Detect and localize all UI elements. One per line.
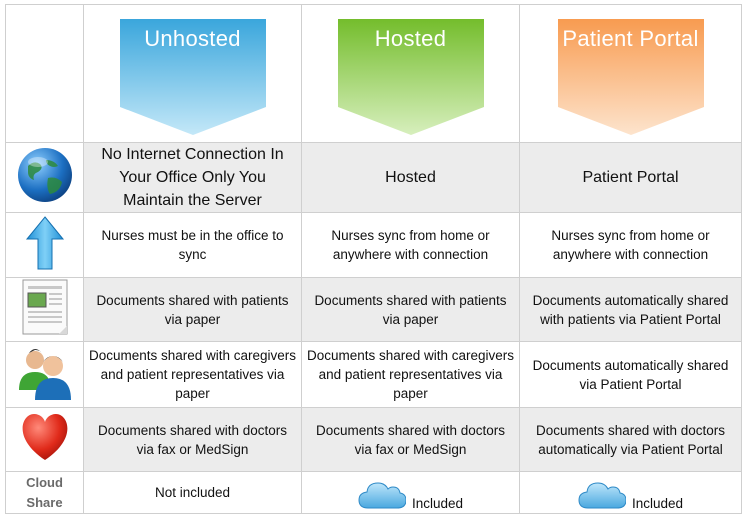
included-label: Included: [411, 495, 464, 511]
cell-patient-portal: Documents automatically shared via Patie…: [519, 341, 742, 408]
cell-patient-portal: Nurses sync from home or anywhere with c…: [519, 212, 742, 278]
cell-unhosted: Nurses must be in the office to sync: [83, 212, 302, 278]
cloud-icon: [578, 481, 626, 508]
document-icon: [22, 279, 67, 335]
header-label: Hosted: [374, 26, 447, 51]
cell-hosted: Included: [301, 471, 520, 514]
cell-hosted: Documents shared with doctors via fax or…: [301, 407, 520, 472]
up-arrow-icon: [25, 215, 64, 269]
cell-unhosted: Not included: [83, 471, 302, 514]
included-label: Included: [631, 495, 684, 511]
comparison-table: Unhosted Hosted Patient Portal: [5, 4, 742, 514]
cell-patient-portal: Documents shared with doctors automatica…: [519, 407, 742, 472]
header-label: Patient Portal: [562, 26, 699, 51]
row-icon-cell: [5, 341, 84, 408]
row-icon-cell: [5, 142, 84, 213]
header-hosted: Hosted: [301, 4, 520, 143]
corner-cell: [5, 4, 84, 143]
cell-unhosted: Documents shared with doctors via fax or…: [83, 407, 302, 472]
cell-hosted: Nurses sync from home or anywhere with c…: [301, 212, 520, 278]
cell-unhosted: No Internet Connection In Your Office On…: [83, 142, 302, 213]
people-icon: [18, 349, 71, 400]
heart-icon: [22, 414, 67, 460]
cell-hosted: Documents shared with patients via paper: [301, 277, 520, 342]
cell-unhosted: Documents shared with caregivers and pat…: [83, 341, 302, 408]
row-icon-cell: [5, 407, 84, 472]
cell-unhosted: Documents shared with patients via paper: [83, 277, 302, 342]
globe-icon: [17, 148, 72, 202]
header-label: Unhosted: [144, 26, 241, 51]
cell-hosted: Documents shared with caregivers and pat…: [301, 341, 520, 408]
cloud-icon: [358, 481, 406, 508]
cell-patient-portal: Documents automatically shared with pati…: [519, 277, 742, 342]
cell-hosted: Hosted: [301, 142, 520, 213]
row-icon-cell: [5, 277, 84, 342]
cell-patient-portal: Included: [519, 471, 742, 514]
cell-patient-portal: Patient Portal: [519, 142, 742, 213]
header-patient-portal: Patient Portal: [519, 4, 742, 143]
cloud-share-label: Cloud Share: [5, 471, 84, 514]
row-icon-cell: [5, 212, 84, 278]
header-unhosted: Unhosted: [83, 4, 302, 143]
